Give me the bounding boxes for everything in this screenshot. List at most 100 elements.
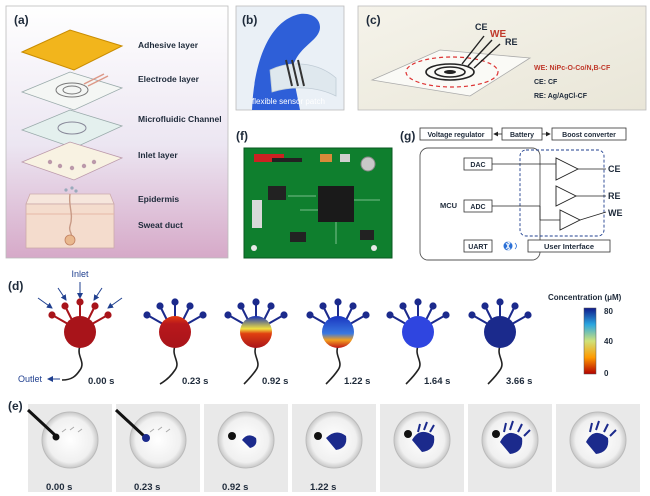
potentiostat-boundary xyxy=(519,149,605,237)
photo-frame-6 xyxy=(556,404,640,492)
panel-g: (g) Voltage regulator Battery Boost conv… xyxy=(400,127,627,261)
panel-d-label: (d) xyxy=(8,279,23,293)
colorbar-title: Concentration (μM) xyxy=(548,293,622,302)
electrode-ce-label: CE xyxy=(475,22,488,32)
we-output-line xyxy=(579,211,607,221)
inlet-hole xyxy=(69,165,75,171)
legend-ce: CE: CF xyxy=(534,79,558,86)
mcu-label: MCU xyxy=(440,201,457,210)
layer-label-inlet: Inlet layer xyxy=(138,150,178,160)
battery-label: Battery xyxy=(510,132,534,139)
pcb-hole xyxy=(371,245,377,251)
time-label-d-1: 0.23 s xyxy=(182,376,208,387)
we-spiral-mid-icon xyxy=(434,66,466,78)
layer-label-sweat-duct: Sweat duct xyxy=(138,220,183,230)
bluetooth-glyph xyxy=(505,241,511,251)
colorbar-tick-80: 80 xyxy=(604,307,613,316)
photo-frame-0 xyxy=(26,404,112,492)
pcb-component xyxy=(340,154,350,162)
time-label-e-2: 0.92 s xyxy=(222,482,248,493)
pcb-hole xyxy=(251,245,257,251)
microfluidic-chamber-icon xyxy=(57,121,87,135)
time-label-d-5: 3.66 s xyxy=(506,376,532,387)
panel-a-label: (a) xyxy=(14,13,29,27)
time-label-d-3: 1.22 s xyxy=(344,376,370,387)
inlet-arrow xyxy=(57,287,67,301)
outlet-label: Outlet xyxy=(18,374,43,384)
pcb-antenna xyxy=(252,200,262,228)
opamp-re-icon xyxy=(555,185,578,207)
photo-frame-5 xyxy=(468,404,552,492)
panel-b-label: (b) xyxy=(242,13,257,27)
pcb-ic xyxy=(290,232,306,242)
layer-label-microfluidic: Microfluidic Channel xyxy=(138,114,222,124)
legend-we: WE: NiPc-O-Co/N,B-CF xyxy=(534,65,611,72)
pcb-ic xyxy=(360,230,374,240)
inlet-hole xyxy=(57,163,63,169)
photo-frame-1 xyxy=(114,404,200,492)
sweat-droplet-icon xyxy=(74,189,78,193)
inlet-arrow xyxy=(107,297,123,309)
sweat-droplet-icon xyxy=(64,188,68,192)
layer-label-adhesive: Adhesive layer xyxy=(138,40,199,50)
sensor-trace xyxy=(297,59,305,87)
electrode-lead xyxy=(83,73,105,85)
opamp-ce-icon xyxy=(555,157,580,181)
electrode-lead xyxy=(87,75,109,87)
opamp-we-icon xyxy=(559,209,582,231)
microfluidic-device-3 xyxy=(306,298,370,385)
colorbar-gradient xyxy=(583,307,597,375)
inlet-layer-sheet xyxy=(20,141,124,181)
microfluidic-device-1 xyxy=(143,298,207,385)
panel-a: (a) Adhesive layer Electrode layer Micro… xyxy=(5,5,229,259)
electrode-re-label: RE xyxy=(505,37,518,47)
time-label-d-2: 0.92 s xyxy=(262,376,288,387)
panel-e: (e) xyxy=(8,399,640,493)
legend-re: RE: Ag/AgCl-CF xyxy=(534,93,588,100)
boost-converter-block xyxy=(551,127,627,141)
re-lead xyxy=(473,43,501,69)
electrode-spiral-icon xyxy=(55,82,89,98)
uart-block xyxy=(463,239,493,253)
inlet-hole xyxy=(81,163,87,169)
pcb-ic xyxy=(268,186,286,200)
output-re-label: RE xyxy=(608,191,621,201)
inlet-label: Inlet xyxy=(71,269,89,279)
wireless-wave-icon xyxy=(514,242,517,250)
time-label-e-0: 0.00 s xyxy=(46,482,72,493)
inlet-hole xyxy=(91,159,97,165)
user-interface-label: User Interface xyxy=(544,242,594,251)
microfluidic-device-4 xyxy=(386,298,450,385)
photo-frame-2 xyxy=(204,404,288,492)
colorbar-tick-0: 0 xyxy=(604,369,609,378)
boost-converter-label: Boost converter xyxy=(562,132,616,139)
highlight-dashed-ellipse xyxy=(405,56,499,88)
sensor-trace xyxy=(291,59,299,87)
panel-d: (d) Inlet Outlet xyxy=(8,269,622,387)
panel-e-label: (e) xyxy=(8,399,23,413)
pcb-button xyxy=(360,156,376,172)
panel-f-label: (f) xyxy=(236,129,248,143)
colorbar-tick-40: 40 xyxy=(604,337,613,346)
pcb-mcu-chip xyxy=(318,186,354,222)
microfluidic-layer-sheet xyxy=(20,109,124,149)
panel-b: (b) flexible sensor patch xyxy=(235,5,345,111)
microfluidic-device-5 xyxy=(468,298,532,385)
sweat-droplet-icon xyxy=(70,186,74,190)
electrode-we-label: WE xyxy=(490,29,506,40)
sweat-gland-icon xyxy=(64,234,76,246)
voltage-regulator-block xyxy=(419,127,493,141)
output-we-label: WE xyxy=(608,208,623,218)
inlet-arrow xyxy=(37,297,53,309)
dac-label: DAC xyxy=(470,162,485,169)
adc-label: ADC xyxy=(470,204,485,211)
electrode-spiral-inner-icon xyxy=(62,85,82,95)
panel-c-label: (c) xyxy=(366,13,381,27)
user-interface-block xyxy=(527,239,611,253)
time-label-d-0: 0.00 s xyxy=(88,376,114,387)
layer-label-epidermis: Epidermis xyxy=(138,194,179,204)
pcb-wire-black xyxy=(272,158,302,162)
pcb-component xyxy=(320,154,332,162)
sensor-trace xyxy=(285,59,293,87)
